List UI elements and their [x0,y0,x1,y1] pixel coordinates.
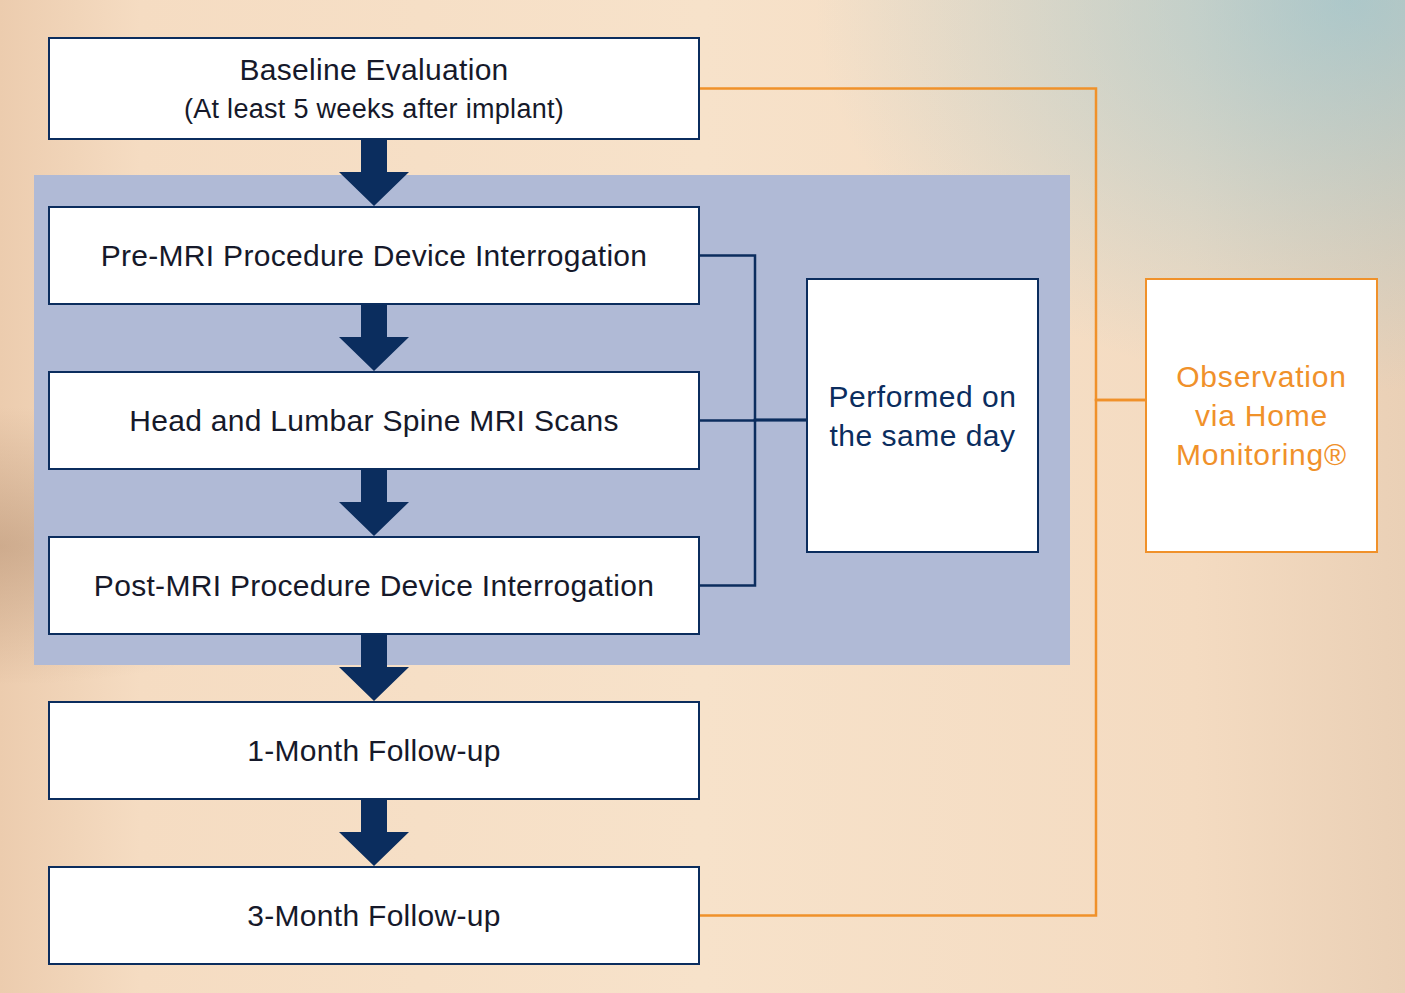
box-label: Head and Lumbar Spine MRI Scans [129,401,619,440]
process-box: 3-Month Follow-up [48,866,700,965]
note-box: Performed on the same day [806,278,1039,553]
same-day-band [34,175,1070,665]
box-sublabel: (At least 5 weeks after implant) [184,93,564,127]
note-box: Observation via Home Monitoring® [1145,278,1378,553]
box-label: 3-Month Follow-up [247,896,501,935]
process-box: Baseline Evaluation (At least 5 weeks aft… [48,37,700,140]
process-box: Pre-MRI Procedure Device Interrogation [48,206,700,305]
box-label: Baseline Evaluation [239,50,508,89]
box-label: 1-Month Follow-up [247,731,501,770]
flow-arrow [339,305,409,371]
flow-arrow [339,635,409,701]
flow-arrow [339,470,409,536]
process-box: 1-Month Follow-up [48,701,700,800]
process-box: Head and Lumbar Spine MRI Scans [48,371,700,470]
box-label: Performed on the same day [822,377,1023,455]
flow-arrow [339,140,409,206]
bracket-line [700,256,806,421]
process-box: Post-MRI Procedure Device Interrogation [48,536,700,635]
box-label: Observation via Home Monitoring® [1167,357,1357,474]
box-label: Post-MRI Procedure Device Interrogation [94,566,654,605]
bracket-line [700,420,806,586]
flow-arrow [339,800,409,866]
box-label: Pre-MRI Procedure Device Interrogation [101,236,648,275]
